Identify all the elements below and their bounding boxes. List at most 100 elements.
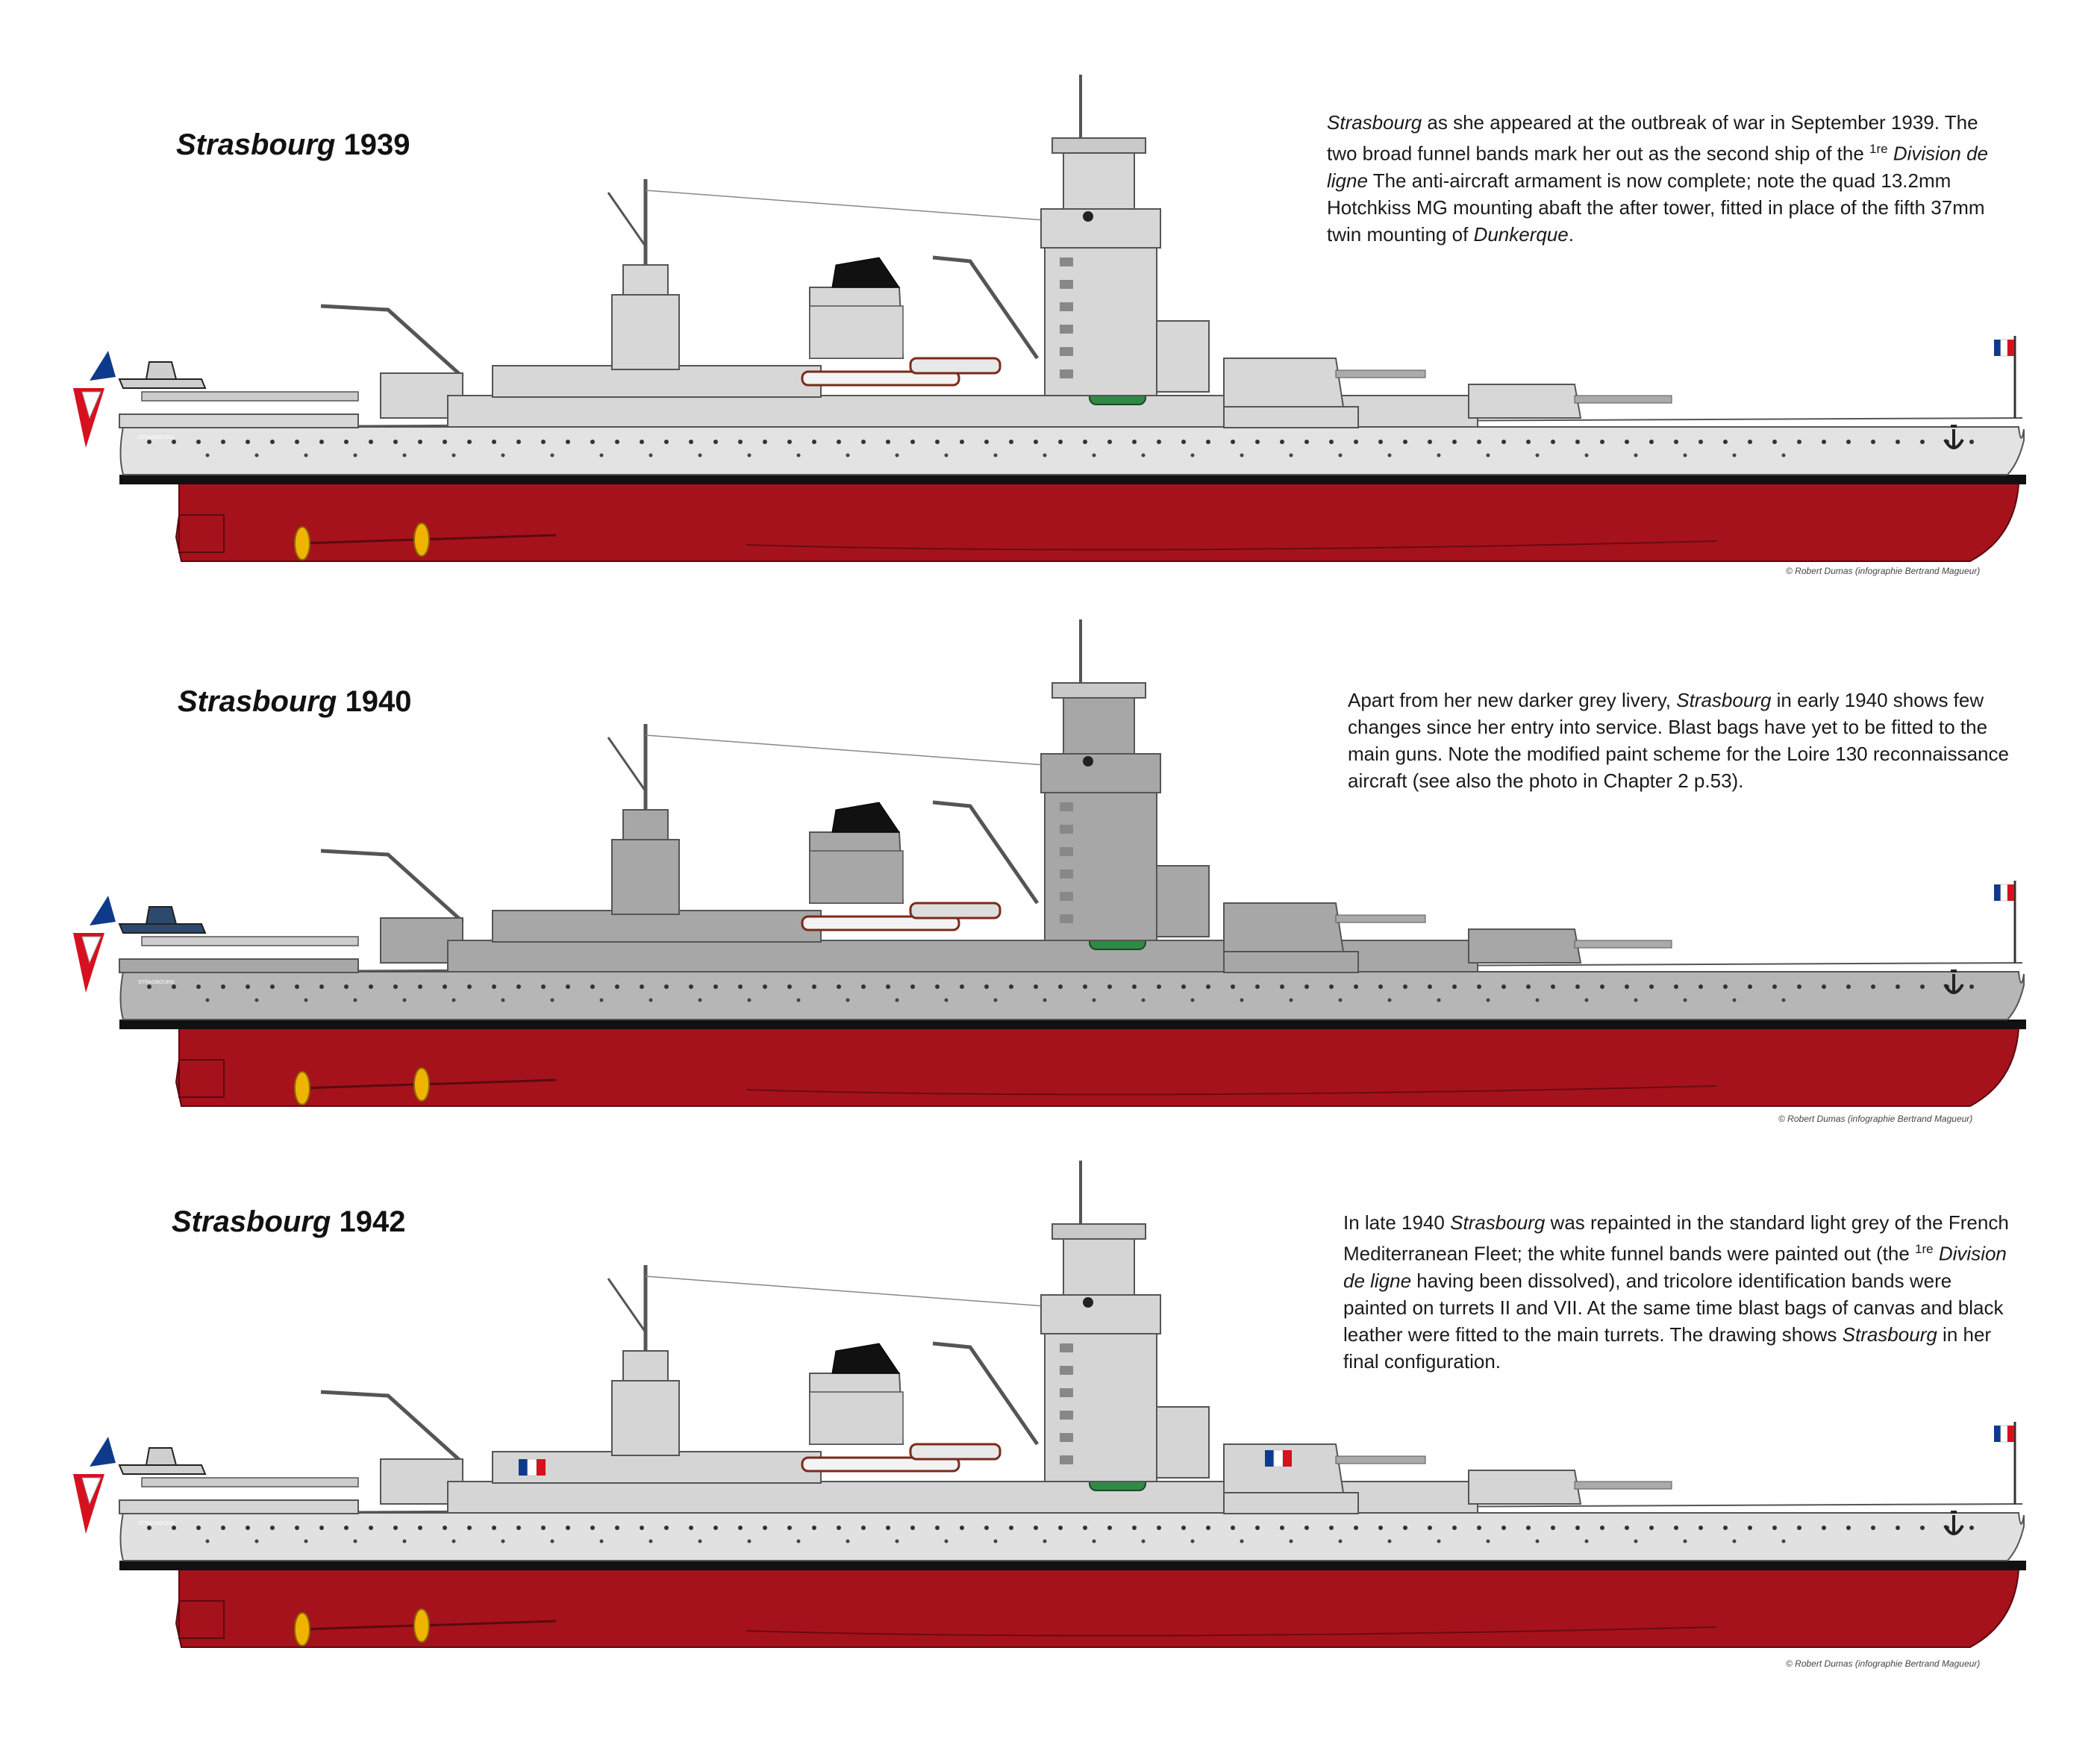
porthole bbox=[516, 440, 521, 444]
porthole bbox=[1083, 984, 1087, 989]
porthole bbox=[1551, 440, 1555, 444]
porthole bbox=[172, 984, 176, 989]
porthole bbox=[787, 984, 792, 989]
porthole bbox=[1009, 440, 1013, 444]
propeller-icon bbox=[294, 526, 310, 561]
porthole bbox=[698, 453, 702, 458]
porthole bbox=[738, 984, 743, 989]
bridge-wing bbox=[1156, 865, 1210, 937]
porthole bbox=[402, 1539, 407, 1543]
boot-topping bbox=[119, 475, 2026, 484]
french-flag-icon bbox=[2007, 884, 2014, 901]
porthole bbox=[1190, 998, 1195, 1002]
porthole bbox=[254, 1539, 259, 1543]
catapult bbox=[141, 936, 359, 946]
clock-icon bbox=[1083, 1297, 1093, 1308]
porthole bbox=[1107, 440, 1112, 444]
porthole bbox=[1535, 1539, 1540, 1543]
porthole bbox=[205, 453, 210, 458]
title-year: 1939 bbox=[343, 128, 410, 161]
porthole bbox=[1683, 998, 1687, 1002]
porthole bbox=[886, 984, 890, 989]
tower-window bbox=[1060, 1343, 1073, 1352]
porthole bbox=[221, 984, 225, 989]
porthole bbox=[254, 453, 259, 458]
porthole bbox=[451, 1539, 456, 1543]
porthole bbox=[689, 984, 693, 989]
porthole bbox=[1969, 440, 1974, 444]
porthole bbox=[1699, 984, 1703, 989]
tricolore-band bbox=[1265, 1450, 1274, 1467]
porthole bbox=[1240, 1539, 1244, 1543]
ship-profile-drawing: STRASBOURG bbox=[73, 1161, 2026, 1648]
porthole bbox=[353, 1539, 357, 1543]
porthole bbox=[1822, 1526, 1826, 1530]
turret-gun bbox=[1335, 914, 1426, 923]
porthole bbox=[1575, 984, 1580, 989]
porthole bbox=[796, 998, 801, 1002]
porthole bbox=[467, 1526, 472, 1530]
title-year: 1940 bbox=[345, 685, 412, 718]
image-credit: © Robert Dumas (infographie Bertrand Mag… bbox=[1778, 1114, 1973, 1124]
porthole bbox=[1043, 453, 1047, 458]
porthole bbox=[254, 998, 259, 1002]
porthole bbox=[353, 998, 357, 1002]
tower-window bbox=[1060, 1433, 1073, 1442]
funnel-cap bbox=[831, 1343, 900, 1374]
porthole bbox=[1625, 440, 1629, 444]
porthole bbox=[1437, 998, 1441, 1002]
porthole bbox=[1387, 998, 1392, 1002]
porthole bbox=[886, 1526, 890, 1530]
porthole bbox=[1289, 998, 1293, 1002]
porthole bbox=[1871, 1526, 1875, 1530]
porthole bbox=[1551, 1526, 1555, 1530]
porthole bbox=[1329, 984, 1334, 989]
porthole bbox=[304, 1539, 308, 1543]
porthole bbox=[944, 1539, 949, 1543]
porthole bbox=[615, 984, 619, 989]
porthole bbox=[861, 1526, 866, 1530]
porthole bbox=[1634, 1539, 1638, 1543]
porthole bbox=[1781, 998, 1786, 1002]
porthole bbox=[1871, 984, 1875, 989]
porthole bbox=[1428, 984, 1432, 989]
underwater-hull bbox=[175, 1028, 2020, 1107]
porthole bbox=[599, 453, 604, 458]
porthole bbox=[1338, 453, 1343, 458]
caption-text: in early 1940 shows few changes since he… bbox=[1348, 689, 2009, 792]
porthole bbox=[1240, 453, 1244, 458]
porthole bbox=[1526, 984, 1531, 989]
tower-window bbox=[1060, 1388, 1073, 1397]
tricolore-band bbox=[519, 1459, 528, 1476]
porthole bbox=[1781, 453, 1786, 458]
porthole bbox=[640, 984, 644, 989]
porthole bbox=[1699, 440, 1703, 444]
ships-boat bbox=[801, 370, 960, 387]
porthole bbox=[1255, 984, 1260, 989]
porthole bbox=[147, 984, 151, 989]
porthole bbox=[846, 453, 850, 458]
porthole bbox=[1280, 440, 1284, 444]
porthole bbox=[1969, 1526, 1974, 1530]
porthole bbox=[910, 984, 915, 989]
porthole bbox=[846, 998, 850, 1002]
porthole bbox=[304, 453, 308, 458]
porthole bbox=[1206, 1526, 1210, 1530]
porthole bbox=[369, 440, 373, 444]
porthole bbox=[1329, 1526, 1334, 1530]
porthole bbox=[1083, 1526, 1087, 1530]
underwater-hull bbox=[175, 1569, 2020, 1648]
porthole bbox=[1034, 440, 1038, 444]
panel-title: Strasbourg 1940 bbox=[178, 685, 411, 719]
stern-nameplate: STRASBOURG bbox=[138, 1521, 175, 1526]
porthole bbox=[1822, 984, 1826, 989]
porthole bbox=[1526, 1526, 1531, 1530]
bilge-keel bbox=[746, 1085, 1717, 1096]
boat-crane bbox=[932, 800, 1040, 905]
porthole bbox=[615, 1526, 619, 1530]
porthole bbox=[747, 453, 751, 458]
porthole bbox=[960, 440, 964, 444]
porthole bbox=[1674, 1526, 1678, 1530]
porthole bbox=[1428, 1526, 1432, 1530]
bridge bbox=[1040, 208, 1161, 249]
